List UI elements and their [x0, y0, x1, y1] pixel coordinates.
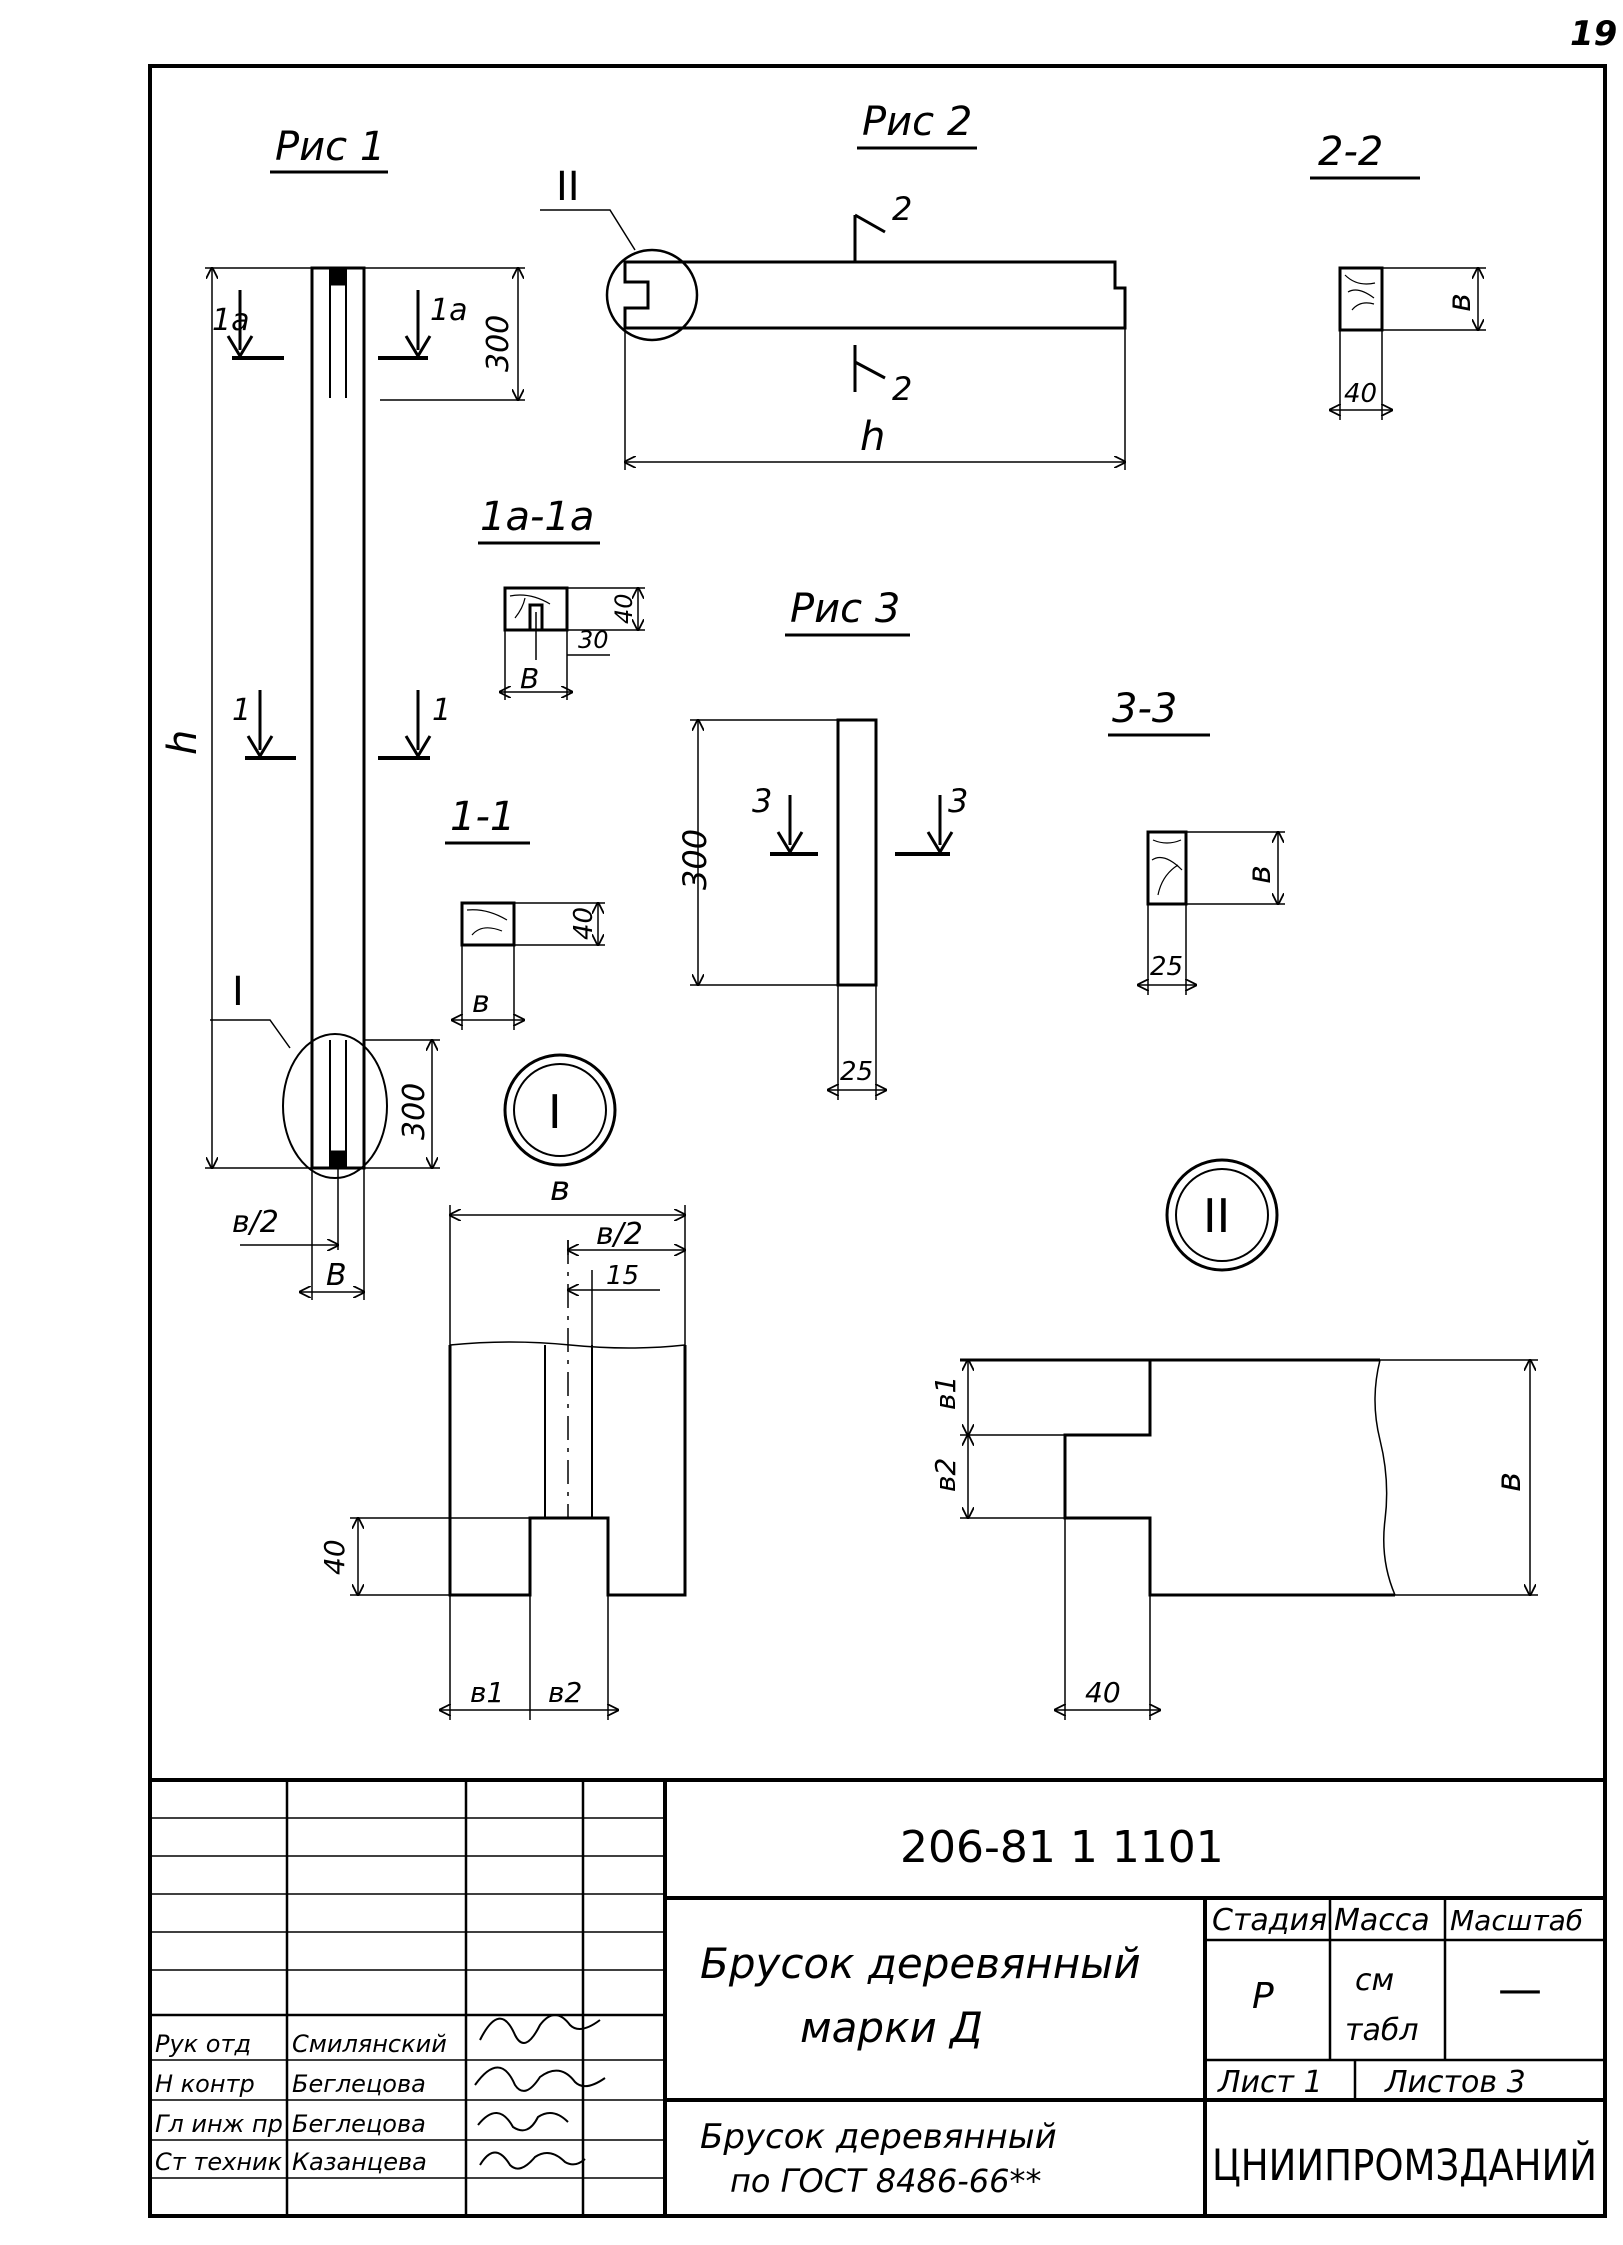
sheet-label: Лист 1 — [1217, 2065, 1323, 2100]
mass-value-1: см — [1355, 1963, 1394, 1998]
staff-role-3: Ст техник — [155, 2148, 283, 2176]
figure-2 — [540, 209, 1127, 470]
figure-3 — [690, 718, 954, 1100]
dim-40-detail-1: 40 — [318, 1539, 351, 1575]
mass-header: Масса — [1334, 1903, 1430, 1938]
staff-role-0: Рук отд — [155, 2030, 251, 2058]
section-3-3 — [1138, 830, 1285, 995]
dim-300-top: 300 — [481, 315, 516, 372]
staff-name-0: Смилянский — [292, 2030, 447, 2058]
dim-40-detail-2: 40 — [1085, 1676, 1121, 1709]
dim-h-fig2: h — [860, 414, 885, 460]
figure-1 — [205, 266, 525, 1300]
staff-name-3: Казанцева — [292, 2148, 427, 2176]
figure-1-title: Рис 1 — [275, 124, 385, 170]
dim-40-2-2: 40 — [1344, 379, 1377, 409]
cut-label-1-right: 1 — [432, 693, 451, 728]
cut-label-3-right: 3 — [948, 782, 968, 820]
figure-3-title: Рис 3 — [790, 586, 900, 632]
page-number: 19 — [1570, 14, 1617, 54]
scale-header: Масштаб — [1450, 1904, 1583, 1937]
organization-name: ЦНИИПРОМЗДАНИЙ — [1212, 2140, 1597, 2191]
dim-300-fig3: 300 — [676, 829, 714, 890]
cut-label-1a-left: 1а — [212, 303, 249, 338]
dim-b-detail-1: в — [550, 1169, 570, 1209]
dim-15-detail-1: 15 — [606, 1261, 639, 1291]
scale-value: — — [1498, 1964, 1542, 2015]
cut-label-1a-right: 1а — [430, 293, 467, 328]
dim-40-1a: 40 — [610, 593, 638, 624]
staff-role-2: Гл инж пр — [155, 2110, 283, 2138]
section-2-2 — [1330, 266, 1486, 420]
drawing-subtitle-line1: Брусок деревянный — [700, 2117, 1057, 2157]
staff-role-1: Н контр — [155, 2070, 255, 2098]
detail-2-circle-label: II — [1203, 1189, 1230, 1243]
dim-h-fig1: h — [160, 730, 206, 755]
dim-b-detail-2: в — [1489, 1472, 1529, 1492]
sheets-label: Листов 3 — [1384, 2065, 1526, 2100]
dim-b-half-detail-1: в/2 — [596, 1217, 643, 1252]
dim-b1-detail-2: в1 — [929, 1376, 962, 1410]
drawing-title-line1: Брусок деревянный — [700, 1939, 1141, 1988]
stage-header: Стадия — [1212, 1903, 1327, 1938]
cut-label-1-left: 1 — [232, 693, 251, 728]
detail-1 — [350, 1053, 687, 1720]
cut-label-2-bottom: 2 — [892, 370, 912, 408]
staff-name-2: Беглецова — [292, 2110, 426, 2138]
section-3-3-title: 3-3 — [1112, 686, 1177, 732]
section-1-1-title: 1-1 — [450, 794, 515, 840]
dim-300-bottom: 300 — [397, 1083, 432, 1140]
staff-name-1: Беглецова — [292, 2070, 426, 2098]
detail-2-label: II — [556, 164, 580, 210]
dim-b2-detail-2: в2 — [929, 1458, 962, 1492]
drawing-title-line2: марки Д — [800, 2003, 983, 2052]
drawing-subtitle-line2: по ГОСТ 8486-66** — [730, 2162, 1041, 2200]
stage-value: Р — [1252, 1976, 1274, 2017]
dim-b-half-fig1: в/2 — [232, 1205, 279, 1240]
mass-value-2: табл — [1345, 2013, 1419, 2048]
figure-2-title: Рис 2 — [862, 99, 972, 145]
section-2-2-title: 2-2 — [1318, 129, 1383, 175]
dim-b-1a: B — [520, 662, 539, 695]
cut-label-3-left: 3 — [752, 782, 772, 820]
dim-b2-detail-1: в2 — [548, 1676, 582, 1709]
title-block — [150, 1778, 1605, 2216]
dim-25-3-3: 25 — [1150, 952, 1183, 982]
detail-2 — [960, 1158, 1538, 1720]
dim-40-1-1: 40 — [569, 907, 599, 940]
dim-30-1a: 30 — [578, 626, 609, 654]
detail-1-label: I — [232, 969, 244, 1015]
cut-label-2-top: 2 — [892, 190, 912, 228]
section-1-1 — [452, 901, 605, 1030]
dim-b-2-2: в — [1440, 293, 1478, 312]
section-1a-1a-title: 1а-1а — [480, 494, 594, 540]
dim-b-3-3: в — [1240, 865, 1278, 884]
dim-b1-detail-1: в1 — [470, 1676, 504, 1709]
dim-25-fig3: 25 — [840, 1057, 873, 1087]
section-1a-1a — [500, 586, 645, 700]
detail-1-circle-label: I — [548, 1085, 562, 1139]
doc-code: 206-81 1 1101 — [900, 1822, 1224, 1873]
dim-b-fig1: B — [326, 1258, 347, 1293]
dim-b-1-1: в — [472, 985, 490, 1020]
drawing-frame — [148, 64, 1607, 2218]
